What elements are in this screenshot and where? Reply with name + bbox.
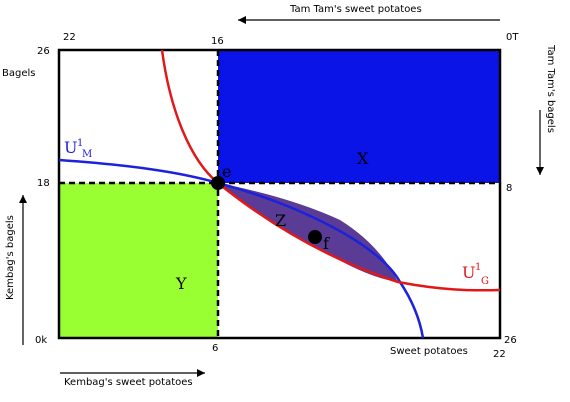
region-z-lens bbox=[218, 183, 398, 282]
tick-left-mid: 18 bbox=[37, 178, 50, 189]
point-f-dot bbox=[308, 230, 322, 244]
axis-top-title: Tam Tam's sweet potatoes bbox=[289, 4, 422, 15]
point-e-dot bbox=[211, 176, 225, 190]
tick-top-right: 0T bbox=[506, 32, 519, 43]
arrow-right bbox=[536, 110, 544, 175]
region-y-label: Y bbox=[175, 274, 187, 293]
axis-bottom-left-title: Kembag's sweet potatoes bbox=[64, 377, 193, 388]
region-x bbox=[218, 50, 500, 183]
tick-bottom-mid: 6 bbox=[212, 343, 218, 354]
um-sub: M bbox=[82, 149, 92, 160]
point-e-label: e bbox=[222, 162, 231, 181]
tick-left-origin: 0k bbox=[35, 335, 47, 346]
tick-top-left: 22 bbox=[63, 32, 76, 43]
ug-sub: G bbox=[481, 276, 489, 287]
um-base: U bbox=[64, 138, 77, 157]
point-f-label: f bbox=[323, 234, 330, 253]
box-frame bbox=[57, 48, 502, 340]
ug-base: U bbox=[462, 263, 475, 282]
arrow-bottom bbox=[60, 369, 205, 377]
axis-right-title: Tam Tam's bagels bbox=[545, 44, 556, 133]
tick-left-top: 26 bbox=[37, 46, 50, 57]
axis-bottom-right-title: Sweet potatoes bbox=[390, 346, 468, 357]
tick-right-bottom: 26 bbox=[504, 335, 517, 346]
um-sup: 1 bbox=[77, 138, 83, 149]
axis-left-title: Kembag's bagels bbox=[5, 215, 16, 300]
curve-ug bbox=[160, 49, 501, 292]
curve-um-label: U 1 M bbox=[64, 138, 92, 160]
tick-top-mid: 16 bbox=[211, 36, 224, 47]
arrow-left bbox=[19, 195, 27, 345]
tick-bottom-right: 22 bbox=[493, 349, 506, 360]
tick-right-mid: 8 bbox=[506, 183, 512, 194]
axis-left-top-title: Bagels bbox=[2, 68, 35, 79]
region-z-label: Z bbox=[275, 211, 286, 230]
arrow-top bbox=[238, 16, 500, 24]
curve-ug-label: U 1 G bbox=[462, 262, 489, 287]
region-x-label: X bbox=[357, 149, 369, 168]
region-y bbox=[59, 183, 218, 338]
ug-sup: 1 bbox=[475, 262, 481, 273]
curve-um bbox=[58, 158, 425, 339]
